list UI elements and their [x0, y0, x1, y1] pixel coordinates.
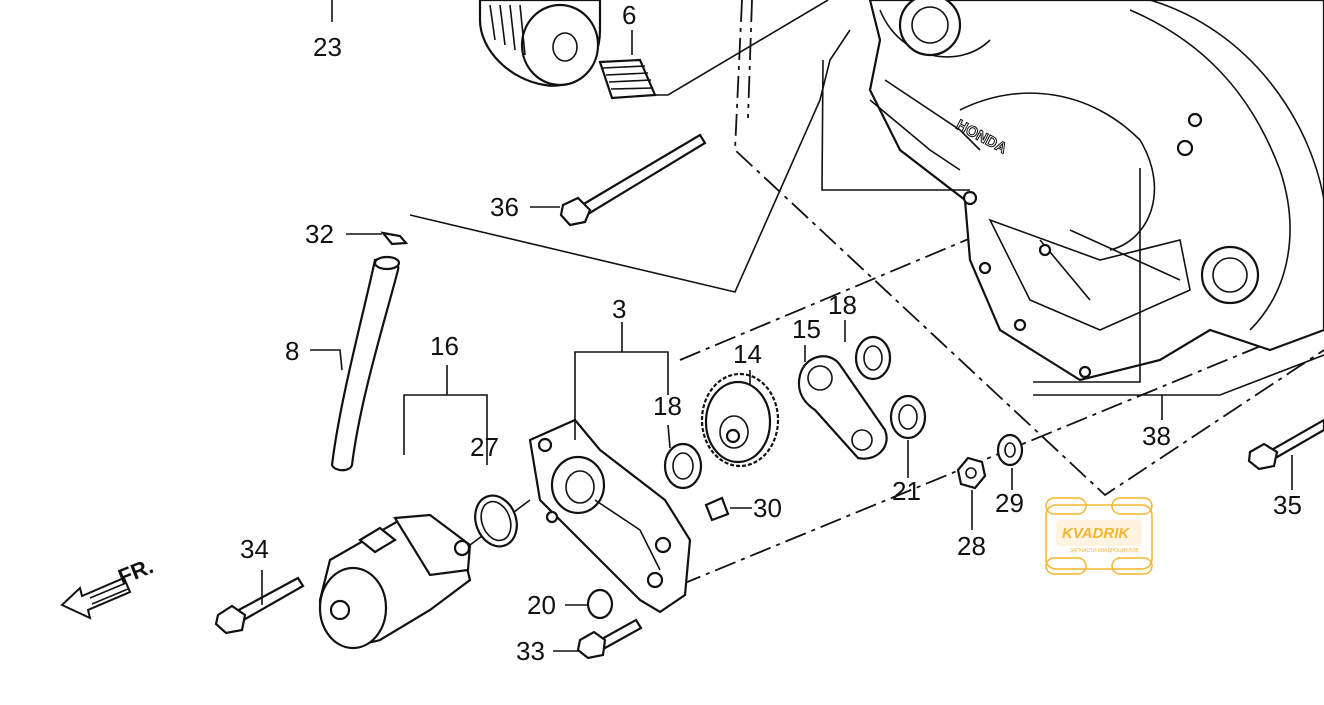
- part-label: 36: [490, 192, 519, 222]
- part-label: 14: [733, 339, 762, 369]
- front-label: FR.: [115, 553, 157, 589]
- watermark-brand: KVADRIK: [1062, 525, 1130, 542]
- part-label: 6: [622, 0, 636, 30]
- dowel-pin: [704, 496, 752, 522]
- bolt-35: [1247, 418, 1324, 471]
- part-label: 23: [313, 32, 342, 62]
- part-label: 29: [995, 488, 1024, 518]
- part-label: 33: [516, 636, 545, 666]
- part-label: 18: [828, 290, 857, 320]
- part-label: 18: [653, 391, 682, 421]
- part-label: 21: [892, 476, 921, 506]
- bearing-right: [854, 335, 892, 381]
- bolt-long: [559, 133, 707, 227]
- part-label: 38: [1142, 421, 1171, 451]
- o-ring: [474, 494, 518, 548]
- part-labels: 3 6 8 14 15 16 18 18 20 21 23 27 28 29 3…: [240, 0, 1302, 666]
- spring: [598, 0, 829, 100]
- starter-motor: [318, 499, 531, 650]
- wheel-icon: [1045, 497, 1153, 575]
- part-label: 35: [1273, 490, 1302, 520]
- part-label: 8: [285, 336, 299, 366]
- part-label: 15: [792, 314, 821, 344]
- leader-lines: [261, 0, 1324, 652]
- hose-clip: [380, 29, 970, 293]
- part-label: 27: [470, 432, 499, 462]
- gear-cover: [528, 418, 692, 614]
- washer-29: [996, 433, 1024, 467]
- breather-hose: [330, 255, 401, 472]
- part-label: 32: [305, 219, 334, 249]
- watermark-logo: KVADRIK ЗАПЧАСТИ КВАДРОЦИКЛОВ: [1045, 497, 1153, 575]
- bolt-cover: [576, 618, 643, 660]
- nut: [956, 456, 987, 490]
- oil-seal: [889, 394, 927, 440]
- part-label: 3: [612, 294, 626, 324]
- part-label: 20: [527, 590, 556, 620]
- front-direction-arrow: FR.: [60, 553, 157, 620]
- bolt-starter: [214, 576, 305, 635]
- bearing-left: [663, 442, 703, 490]
- part-label: 28: [957, 531, 986, 561]
- part-label: 16: [430, 331, 459, 361]
- part-label: 34: [240, 534, 269, 564]
- washer-20: [586, 588, 614, 620]
- part-label: 30: [753, 493, 782, 523]
- oil-filter: [478, 0, 602, 87]
- crankcase-cover: HONDA: [868, 0, 1324, 382]
- reduction-gear: [700, 372, 780, 468]
- idle-gear-arm: [797, 355, 888, 460]
- watermark-subtitle: ЗАПЧАСТИ КВАДРОЦИКЛОВ: [1070, 548, 1139, 554]
